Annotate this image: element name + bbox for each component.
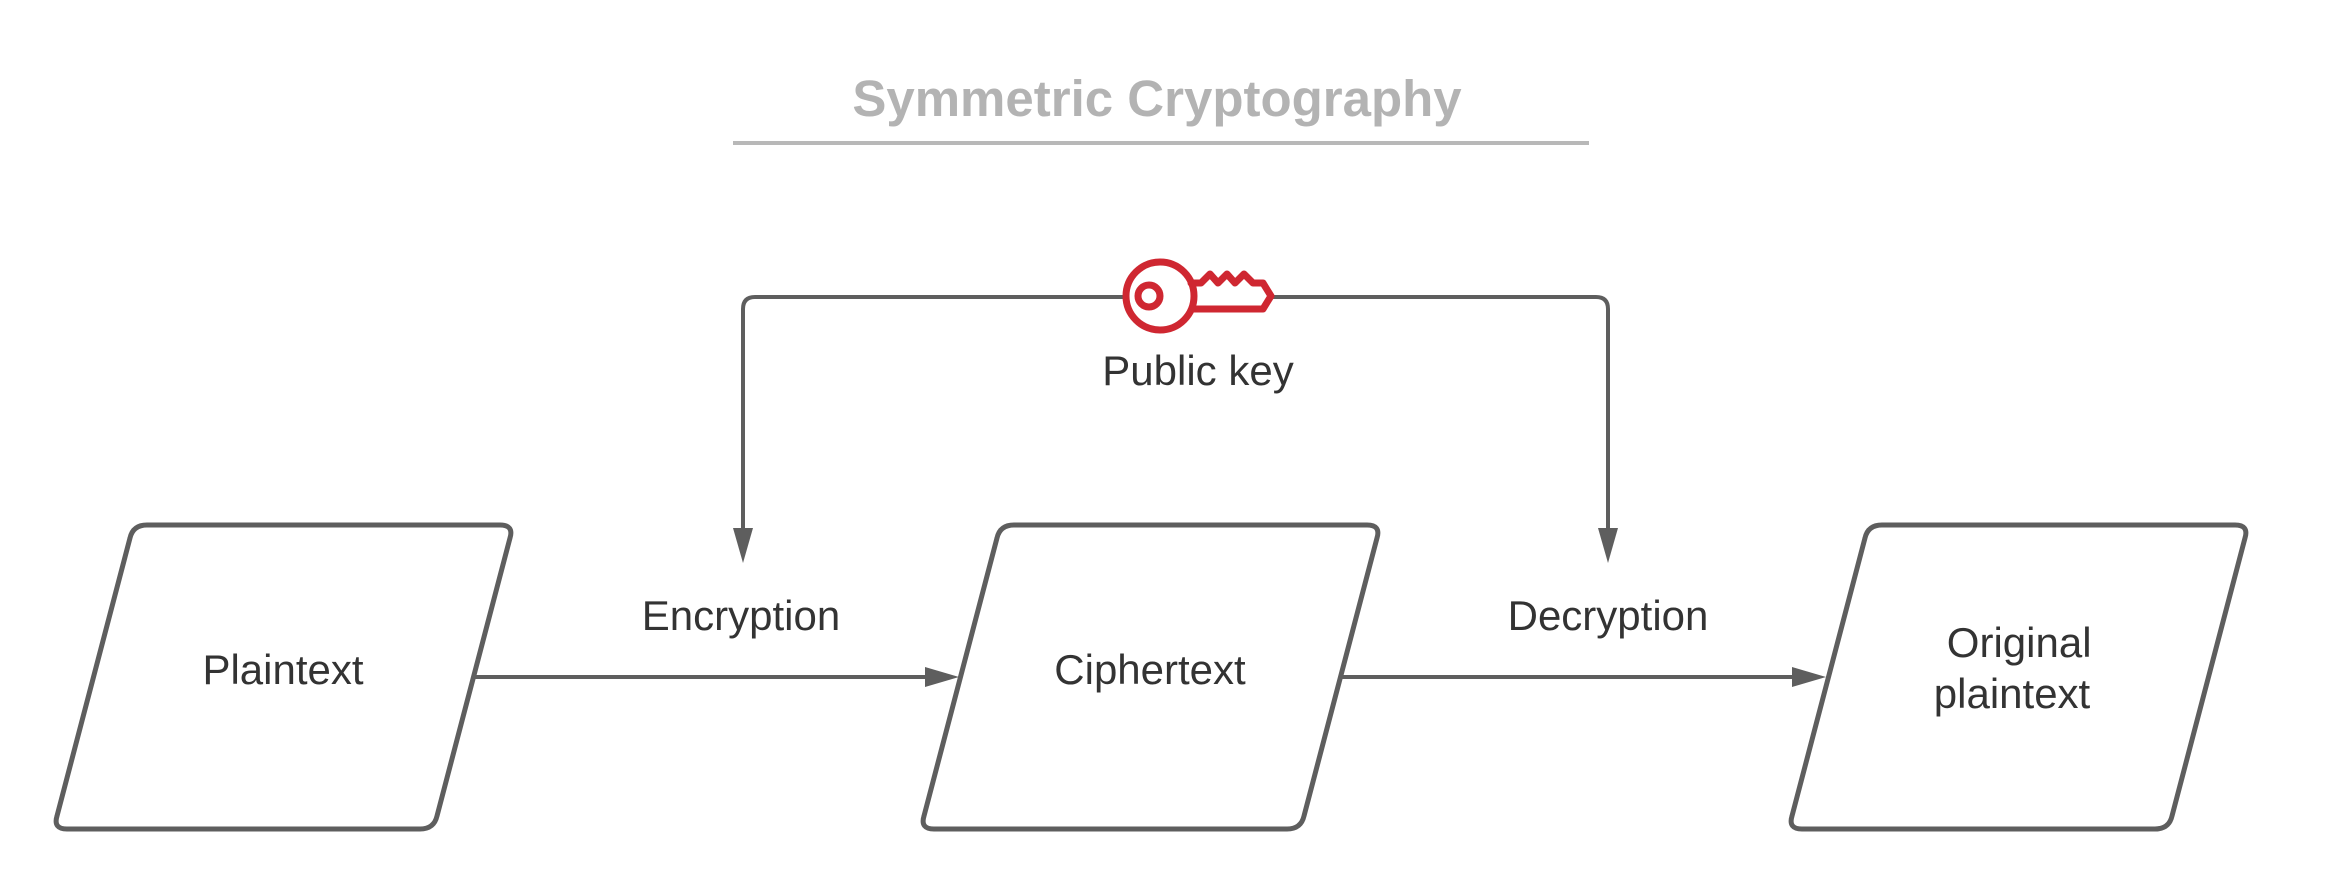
key-label: Public key — [1102, 347, 1293, 394]
key-to-encryption-arrowhead — [733, 528, 753, 563]
ciphertext-node — [920, 522, 1381, 832]
diagram-title: Symmetric Cryptography — [852, 70, 1462, 127]
key-to-decryption-connector — [1268, 295, 1610, 530]
plaintext-label: Plaintext — [202, 646, 363, 693]
original-plaintext-line2: plaintext — [1934, 670, 2091, 717]
key-icon — [1122, 258, 1275, 334]
ciphertext-label: Ciphertext — [1054, 646, 1246, 693]
encryption-label: Encryption — [642, 592, 840, 639]
encryption-arrowhead — [925, 667, 959, 687]
decryption-arrowhead — [1792, 667, 1826, 687]
original-plaintext-node — [1788, 522, 2249, 832]
original-plaintext-label: Original plaintext — [1934, 619, 2103, 717]
key-to-encryption-connector — [741, 295, 1125, 530]
decryption-label: Decryption — [1508, 592, 1709, 639]
original-plaintext-line1: Original — [1947, 619, 2092, 666]
key-to-decryption-arrowhead — [1598, 528, 1618, 563]
plaintext-node — [53, 522, 514, 832]
